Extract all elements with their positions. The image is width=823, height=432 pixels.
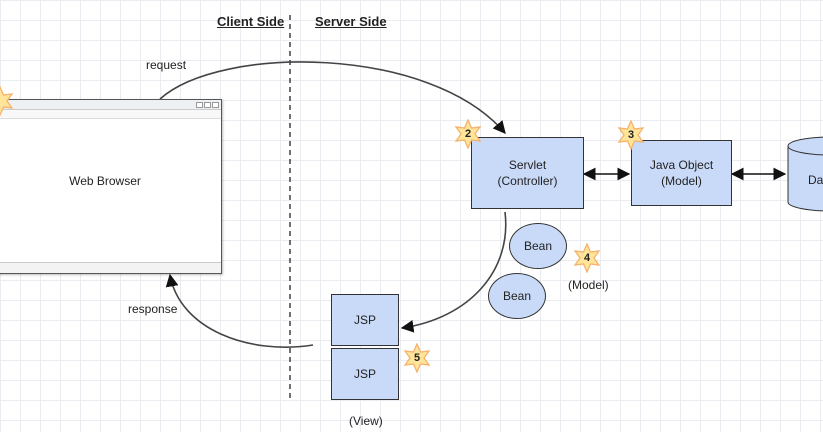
step-4-number: 4 (583, 252, 591, 264)
step-3-star: 3 (616, 119, 646, 151)
model-label: (Model) (661, 174, 702, 188)
controller-label: (Controller) (497, 174, 558, 188)
bean-oval: Bean (509, 223, 567, 269)
step-4-star: 4 (572, 242, 602, 274)
step-2-star: 2 (453, 118, 483, 150)
java-object-label: Java Object (649, 157, 714, 172)
step-5-star: 5 (402, 342, 432, 374)
bean-oval: Bean (488, 273, 546, 319)
web-browser-label: Web Browser (69, 174, 141, 188)
servlet-label: Servlet (508, 157, 547, 172)
database-label: Da (808, 173, 823, 187)
request-label: request (146, 58, 187, 72)
close-icon (212, 102, 219, 108)
step-1-star (0, 85, 15, 117)
step-1-number (0, 86, 15, 116)
servlet-controller-box: Servlet (Controller) (471, 137, 584, 209)
browser-statusbar (0, 262, 221, 273)
web-browser-window: Web Browser (0, 99, 222, 274)
request-arrow (159, 61, 506, 134)
view-caption: (View) (349, 414, 383, 428)
servlet-to-jsp-arrow (400, 211, 507, 333)
client-side-header: Client Side (217, 14, 285, 29)
browser-titlebar (0, 100, 221, 110)
java-object-model-box: Java Object (Model) (631, 140, 732, 206)
step-5-number: 5 (413, 352, 421, 364)
server-side-header: Server Side (315, 14, 387, 29)
model-caption: (Model) (568, 278, 609, 292)
response-label: response (128, 302, 178, 316)
step-2-number: 2 (464, 128, 472, 140)
jsp-box: JSP (331, 348, 399, 400)
minimize-icon (196, 102, 203, 108)
database-icon (787, 136, 823, 212)
maximize-icon (204, 102, 211, 108)
step-3-number: 3 (627, 129, 635, 141)
jsp-box: JSP (331, 294, 399, 346)
browser-address-bar (0, 110, 221, 119)
response-arrow (165, 273, 314, 348)
